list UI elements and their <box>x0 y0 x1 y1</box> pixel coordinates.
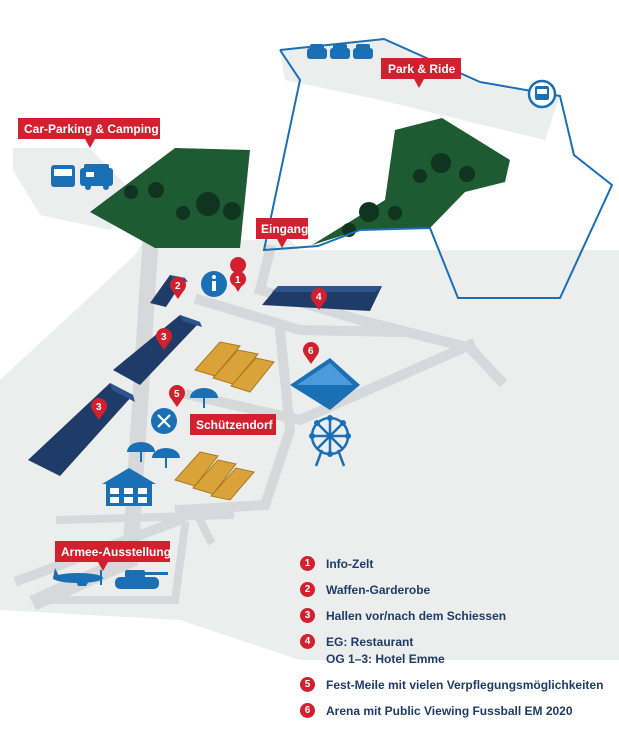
svg-text:2: 2 <box>175 281 181 292</box>
legend-number: 3 <box>300 608 315 623</box>
camper-icon <box>80 164 113 190</box>
info-icon <box>201 271 227 297</box>
label-schuetzendorf: Schützendorf <box>190 414 276 435</box>
forest-left <box>90 148 250 248</box>
svg-text:Armee-Ausstellung: Armee-Ausstellung <box>61 545 171 559</box>
umbrella-icon <box>127 388 218 468</box>
hall-3-upper <box>113 315 202 385</box>
bus-icon <box>527 79 557 109</box>
park-ride-area <box>280 39 560 140</box>
legend-number: 4 <box>300 634 315 649</box>
svg-text:Park & Ride: Park & Ride <box>388 62 456 76</box>
legend-text: Fest-Meile mit vielen Verpflegungsmöglic… <box>326 678 604 692</box>
car-icon <box>307 44 373 59</box>
svg-text:4: 4 <box>316 292 322 303</box>
wood-tents-upper <box>194 341 275 393</box>
legend-number: 6 <box>300 703 315 718</box>
svg-text:Schützendorf: Schützendorf <box>196 418 274 432</box>
wood-tents-lower <box>174 451 255 501</box>
forest-right <box>312 118 510 245</box>
legend-text: Arena mit Public Viewing Fussball EM 202… <box>326 704 573 718</box>
legend-number: 2 <box>300 582 315 597</box>
label-park-ride: Park & Ride <box>381 58 461 88</box>
legend-text: Hallen vor/nach dem Schiessen <box>326 609 507 623</box>
legend-item: 5 Fest-Meile mit vielen Verpflegungsmögl… <box>300 677 615 694</box>
park-ride-boundary <box>262 37 614 299</box>
legend-number: 5 <box>300 677 315 692</box>
map-pin: 3 <box>156 328 172 350</box>
svg-text:3: 3 <box>96 402 102 413</box>
legend-item: 6 Arena mit Public Viewing Fussball EM 2… <box>300 703 615 720</box>
legend-text: Waffen-Garderobe <box>326 583 431 597</box>
map-pin: 6 <box>303 342 319 364</box>
svg-text:6: 6 <box>308 346 314 357</box>
label-eingang: Eingang <box>256 218 308 248</box>
ferris-wheel-gondolas <box>309 415 351 457</box>
map-legend: 1 Info-Zelt 2 Waffen-Garderobe 3 Hallen … <box>300 556 615 729</box>
legend-number: 1 <box>300 556 315 571</box>
svg-text:5: 5 <box>174 389 180 400</box>
svg-text:Eingang: Eingang <box>261 222 308 236</box>
arena-6 <box>290 358 360 410</box>
legend-item: 2 Waffen-Garderobe <box>300 582 615 599</box>
map-pin: 3 <box>91 398 107 420</box>
map-pin: 1 <box>230 257 247 292</box>
cutlery-icon <box>151 408 177 434</box>
bus-icon <box>51 165 75 187</box>
svg-text:1: 1 <box>235 275 241 286</box>
svg-text:Car-Parking & Camping: Car-Parking & Camping <box>24 122 159 136</box>
legend-text: Info-Zelt <box>326 557 374 571</box>
legend-item: 3 Hallen vor/nach dem Schiessen <box>300 608 615 625</box>
map-pin: 2 <box>170 277 186 299</box>
label-armee: Armee-Ausstellung <box>55 541 171 571</box>
map-pin: 4 <box>311 288 327 310</box>
legend-item: 1 Info-Zelt <box>300 556 615 573</box>
airplane-icon <box>53 568 103 586</box>
booth-building <box>102 468 156 506</box>
map-pin: 5 <box>169 385 185 407</box>
svg-text:3: 3 <box>161 332 167 343</box>
tank-icon <box>115 570 168 589</box>
label-car-parking: Car-Parking & Camping <box>18 118 160 148</box>
